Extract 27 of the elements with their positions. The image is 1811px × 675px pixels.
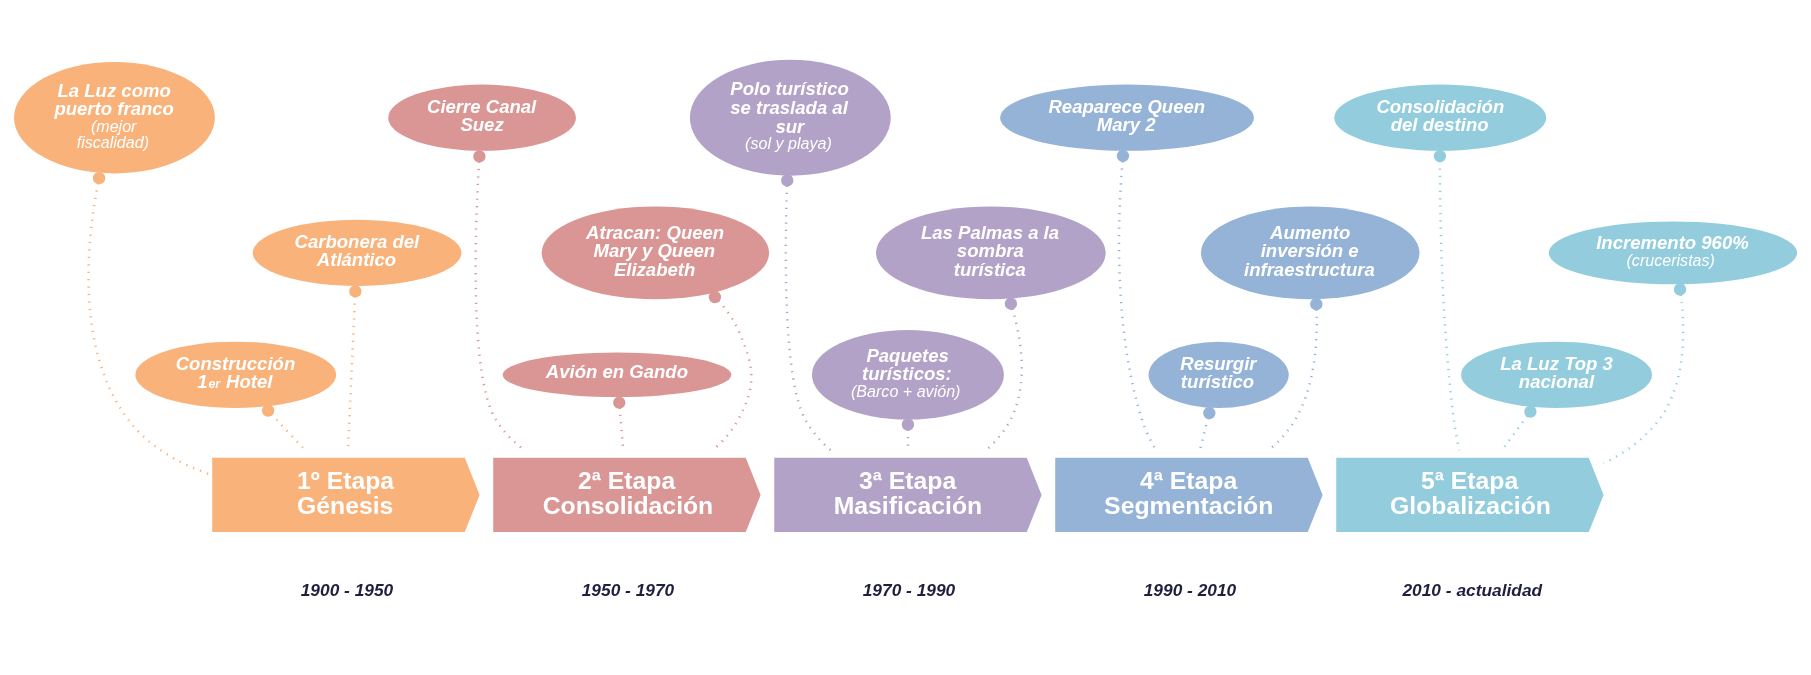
- node-ellipse: Resurgir turístico: [1148, 341, 1289, 408]
- connector: [1603, 283, 1687, 465]
- node-ellipse: Avión en Gando: [502, 352, 732, 398]
- node-ellipse: La Luz como puerto franco (mejor fiscalidad): [14, 62, 215, 174]
- node-ellipse: Reaparece Queen Mary 2: [1000, 84, 1254, 151]
- node-label: 1990 - 2010: [1143, 580, 1237, 601]
- node-ellipse: La Luz Top 3 nacional: [1461, 341, 1653, 408]
- node-ellipse: Carbonera del Atlántico: [252, 219, 462, 286]
- node-ellipse: Cierre Canal Suez: [388, 84, 576, 151]
- connector: [985, 297, 1023, 451]
- connector: [708, 290, 753, 451]
- connector: [1116, 149, 1158, 451]
- node-label: 1900 - 1950: [300, 580, 394, 601]
- node-ellipse: Construcción 1er Hotel: [135, 341, 337, 408]
- node-label: 1950 - 1970: [581, 580, 675, 601]
- node-ellipse: Paquetes turísticos: (Barco + avión): [811, 330, 1004, 420]
- node-ellipse: Incremento 960% (cruceristas): [1548, 221, 1798, 285]
- connector: [1433, 149, 1461, 451]
- node-ellipse: Polo turístico se traslada al sur (sol y playa): [689, 59, 891, 176]
- node-ellipse: Las Palmas a la sombra turística: [876, 206, 1106, 300]
- node-label: 2010 - actualidad: [1402, 580, 1543, 601]
- node-ellipse: Atracan: Queen Mary y Queen Elizabeth: [541, 206, 770, 300]
- node-ellipse: Consolidación del destino: [1334, 84, 1547, 151]
- connector: [781, 174, 832, 452]
- connector: [1198, 406, 1216, 451]
- node-ellipse: Aumento inversión e infraestructura: [1200, 206, 1420, 300]
- node-label: 1970 - 1990: [862, 580, 956, 601]
